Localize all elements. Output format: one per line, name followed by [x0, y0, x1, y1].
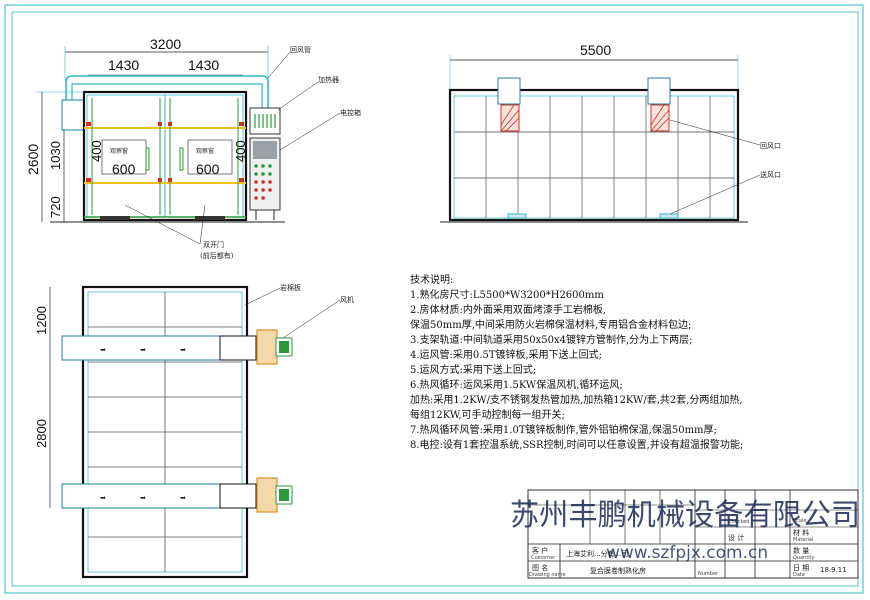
window-width-right: 600: [196, 161, 220, 177]
side-view: 5500 回风口 送风口: [440, 42, 781, 223]
quantity-label-en: Quantity: [793, 555, 815, 561]
customer-value: 上海艾利...分有...司: [566, 549, 628, 558]
material-label-en: Material: [793, 537, 813, 543]
tech-note-line: 4.运风管:采用0.5T镀锌板,采用下送上回式;: [410, 348, 602, 361]
scale-label: Scale: [793, 518, 806, 524]
tech-note-line: 保温50mm厚,中间采用防火岩棉保温材料,专用铝合金材料包边;: [410, 318, 691, 331]
tech-note-line: 每组12KW,可手动控制每一组开关;: [410, 408, 565, 421]
label-supply-vent: 送风口: [760, 170, 781, 179]
tech-note-line: 7.热风循环风管:采用1.0T镀锌板制作,管外铝铂棉保温,保温50mm厚;: [410, 423, 717, 436]
front-view: 3200 1430 1430 观察窗: [25, 36, 361, 260]
fan-top: [256, 329, 278, 365]
dim-height-mid: 1030: [48, 141, 63, 170]
window-width-left: 600: [112, 161, 136, 177]
drawing-name-label-en: Drawing name: [529, 572, 566, 578]
dim-height-low: 720: [48, 196, 63, 218]
designer-label: 设 计: [728, 533, 744, 542]
date-label-en: Date: [793, 572, 805, 578]
watermark: 苏州丰鹏机械设备有限公司 www.szfpjx.com.cn: [510, 498, 860, 563]
return-duct: [65, 75, 269, 108]
date-value: 18.9.11: [820, 566, 847, 574]
label-return-duct: 回风管: [290, 45, 311, 54]
outer-frame: [4, 4, 864, 594]
tech-note-line: 2.房体材质:内外面采用双面烤漆手工岩棉板,: [410, 303, 606, 316]
left-duct-box: [61, 99, 85, 131]
label-heater: 加热器: [318, 75, 339, 84]
tech-notes: 技术说明: 1.熟化房尺寸:L5500*W3200*H2600mm 2.房体材质…: [410, 273, 743, 451]
tech-note-line: 8.电控:设有1套控温系统,SSR控制,时间可以任意设置,并设有超温报警功能;: [410, 438, 743, 451]
dim-plan-middle: 2800: [34, 419, 49, 448]
tech-notes-title: 技术说明:: [410, 273, 453, 286]
label-rockwool-panel: 岩棉板: [280, 283, 301, 292]
svg-text:➡: ➡: [140, 494, 146, 502]
label-control-box: 电控箱: [340, 108, 361, 117]
supply-vent-right: [659, 213, 679, 219]
observation-window-left: [101, 139, 147, 175]
dim-plan-top: 1200: [34, 306, 49, 335]
svg-text:➡: ➡: [180, 346, 186, 354]
svg-text:➡: ➡: [100, 346, 106, 354]
tech-note-line: 3.支架轨道:中间轨道采用50x50x4镀锌方管制作,分为上下两层;: [410, 333, 693, 346]
dim-length: 5500: [580, 42, 611, 58]
window-label-left: 观察窗: [110, 147, 128, 155]
watermark-company: 苏州丰鹏机械设备有限公司: [510, 498, 860, 533]
material-label: 材 料: [793, 528, 809, 537]
customer-label: 客 户: [532, 546, 548, 555]
label-double-door: 双开门: [203, 240, 224, 249]
side-body: [448, 88, 740, 222]
plan-view: ➡ ➡ ➡ ➡ ➡ ➡ 1200 2800 岩棉板 风机: [34, 283, 354, 579]
label-double-door-note: (前后都有): [200, 251, 234, 260]
inner-frame: [11, 11, 859, 587]
svg-text:➡: ➡: [100, 494, 106, 502]
observation-window-right: [187, 139, 233, 175]
quantity-label: 数 量: [793, 546, 809, 555]
drawing-name-value: 复合膜卷制熟化房: [590, 566, 646, 575]
fan-bottom: [256, 477, 278, 513]
customer-label-en: Customer: [531, 555, 556, 561]
label-return-vent: 回风口: [760, 142, 781, 150]
dim-overall-width: 3200: [150, 36, 181, 52]
date-label: 日 期: [793, 564, 809, 572]
drawing-name-label: 图 名: [532, 563, 548, 572]
svg-text:➡: ➡: [140, 346, 146, 354]
svg-text:➡: ➡: [180, 494, 186, 502]
tech-note-line: 1.熟化房尺寸:L5500*W3200*H2600mm: [410, 288, 604, 301]
tech-note-line: 6.热风循环:运风采用1.5KW保温风机,循环运风;: [410, 378, 623, 391]
window-label-right: 观察窗: [196, 147, 214, 155]
window-height-right: 400: [233, 140, 248, 162]
number-label: Number: [698, 571, 719, 577]
dim-left-half: 1430: [108, 57, 139, 73]
window-height-left: 400: [89, 140, 104, 162]
label-fan: 风机: [340, 295, 354, 304]
tech-note-line: 加热:采用1.2KW/支不锈钢发热管加热,加热箱12KW/套,共2套,分两组加热…: [410, 393, 743, 406]
dim-right-half: 1430: [188, 57, 219, 73]
supply-vent-left: [507, 213, 527, 219]
watermark-url: www.szfpjx.com.cn: [606, 543, 768, 563]
title-block: 客 户 Customer 上海艾利...分有...司 图 名 Drawing n…: [527, 489, 859, 579]
dim-height-total: 2600: [25, 144, 41, 175]
checked-label: Checked: [728, 519, 749, 525]
tech-note-line: 5.运风方式:采用下送上回式;: [410, 363, 536, 376]
